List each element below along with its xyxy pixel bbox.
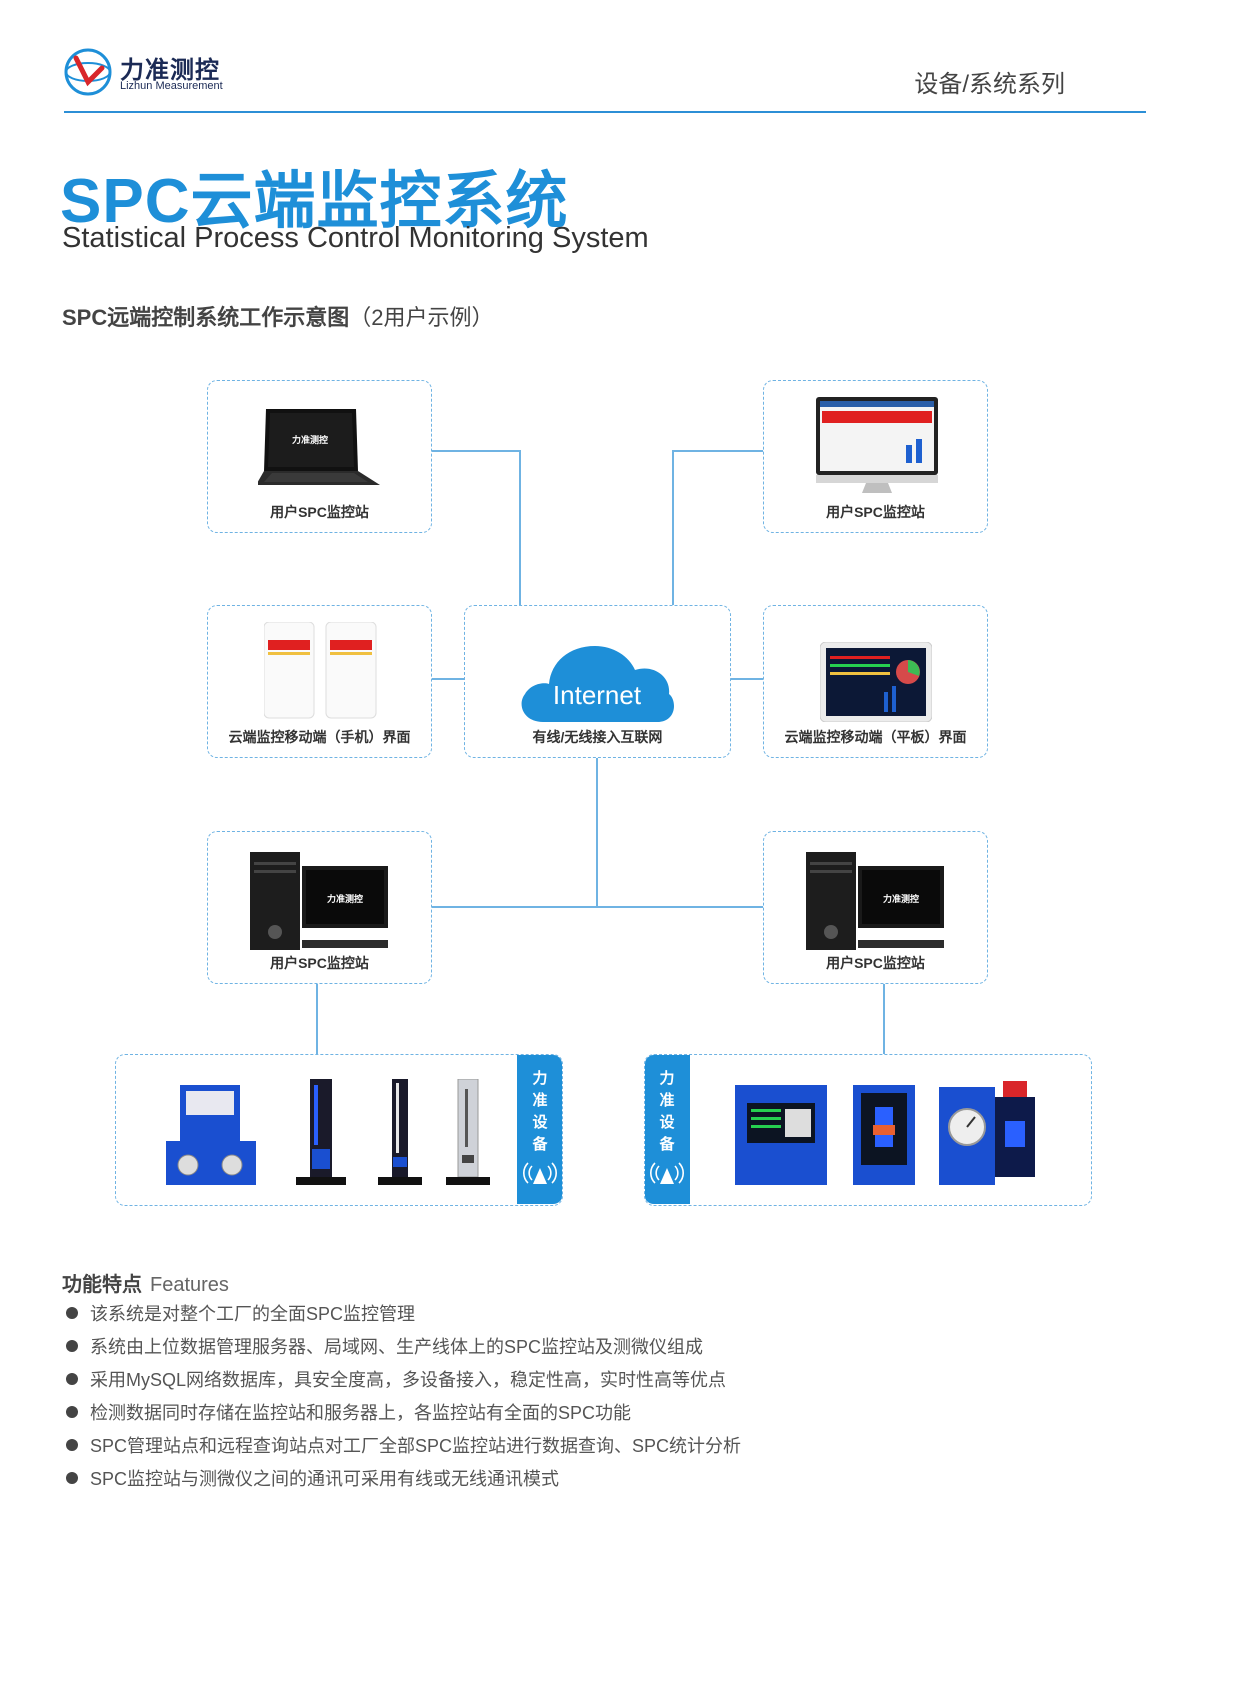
node-caption: 用户SPC监控站	[270, 955, 369, 971]
laptop-icon: 力准测控	[258, 409, 380, 485]
monitor-icon	[816, 397, 938, 493]
gauge-station-icon	[166, 1085, 256, 1185]
feature-text: SPC管理站点和远程查询站点对工厂全部SPC监控站进行数据查询、SPC统计分析	[90, 1436, 742, 1456]
tag-char: 备	[659, 1136, 675, 1153]
bullet-icon	[66, 1373, 78, 1386]
node-caption: 用户SPC监控站	[826, 504, 925, 520]
tag-char: 设	[532, 1114, 548, 1131]
wireless-icon	[523, 1162, 557, 1184]
diagram-title: SPC远端控制系统工作示意图（2用户示例）	[62, 300, 494, 332]
tag-char: 准	[532, 1092, 548, 1109]
feature-text: SPC监控站与测微仪之间的通讯可采用有线或无线通讯模式	[90, 1469, 560, 1489]
monitor-station-node: 用户SPC监控站	[763, 380, 988, 533]
bullet-icon	[66, 1307, 78, 1320]
pc-screen-logo: 力准测控	[327, 893, 363, 904]
controller-box-icon	[735, 1085, 827, 1185]
tag-char: 准	[659, 1092, 675, 1109]
series-label: 设备/系统系列	[914, 71, 1065, 98]
feature-item: 采用MySQL网络数据库，具安全度高，多设备接入，稳定性高，实时性高等优点	[66, 1366, 726, 1392]
tag-char: 备	[532, 1136, 548, 1153]
internet-label: Internet	[553, 680, 642, 710]
bullet-icon	[66, 1439, 78, 1452]
wireless-icon	[650, 1162, 684, 1184]
page-title: SPC云端监控系统	[60, 167, 569, 236]
page-subtitle: Statistical Process Control Monitoring S…	[62, 222, 649, 254]
device-tag-left: 力 准 设 备	[517, 1055, 562, 1204]
connector	[430, 906, 764, 908]
connector	[316, 982, 318, 1054]
tag-char: 设	[659, 1114, 675, 1131]
connector	[519, 450, 521, 605]
feature-text: 检测数据同时存储在监控站和服务器上，各监控站有全面的SPC功能	[90, 1403, 632, 1423]
connector	[729, 678, 763, 680]
features-title: 功能特点 Features	[62, 1268, 229, 1297]
feature-text: 采用MySQL网络数据库，具安全度高，多设备接入，稳定性高，实时性高等优点	[90, 1370, 727, 1390]
feature-text: 系统由上位数据管理服务器、局域网、生产线体上的SPC监控站及测微仪组成	[90, 1337, 704, 1357]
bullet-icon	[66, 1340, 78, 1353]
diagram-title-note: （2用户示例）	[349, 305, 494, 330]
laptop-screen-logo: 力准测控	[292, 434, 328, 445]
tag-char: 力	[532, 1070, 548, 1087]
node-caption: 用户SPC监控站	[826, 955, 925, 971]
digital-gauge-icon	[853, 1085, 915, 1185]
header-divider	[64, 111, 1146, 113]
feature-item: SPC监控站与测微仪之间的通讯可采用有线或无线通讯模式	[66, 1465, 559, 1491]
bullet-icon	[66, 1472, 78, 1485]
logo-mark-icon	[64, 48, 112, 96]
logo	[62, 46, 114, 98]
features-title-en: Features	[150, 1274, 229, 1296]
phone-ui-node: 云端监控移动端（手机）界面	[207, 605, 432, 758]
feature-item: 系统由上位数据管理服务器、局域网、生产线体上的SPC监控站及测微仪组成	[66, 1333, 703, 1359]
feature-item: SPC管理站点和远程查询站点对工厂全部SPC监控站进行数据查询、SPC统计分析	[66, 1432, 741, 1458]
pc-station-left-node: 力准测控 用户SPC监控站	[207, 831, 432, 984]
pressure-gauge-icon	[939, 1081, 1035, 1185]
tablet-ui-node: 云端监控移动端（平板）界面	[763, 605, 988, 758]
feature-text: 该系统是对整个工厂的全面SPC监控管理	[90, 1304, 416, 1324]
phone-screens-icon	[264, 622, 377, 719]
device-tag-right: 力 准 设 备	[645, 1055, 690, 1204]
node-caption: 云端监控移动端（手机）界面	[228, 729, 411, 745]
cloud-icon: Internet	[521, 646, 674, 722]
feature-item: 检测数据同时存储在监控站和服务器上，各监控站有全面的SPC功能	[66, 1399, 631, 1425]
brand-name: 力准测控	[120, 57, 220, 84]
feature-item: 该系统是对整个工厂的全面SPC监控管理	[66, 1300, 415, 1326]
node-caption: 有线/无线接入互联网	[532, 729, 663, 745]
brand-name-en: Lizhun Measurement	[120, 80, 223, 92]
connector	[596, 756, 598, 908]
desktop-pc-icon: 力准测控	[806, 852, 944, 950]
column-gauge-icon	[296, 1079, 346, 1185]
pc-station-right-node: 力准测控 用户SPC监控站	[763, 831, 988, 984]
column-gauge-icon	[446, 1079, 490, 1185]
internet-node: Internet 有线/无线接入互联网	[464, 605, 731, 758]
diagram-title-main: SPC远端控制系统工作示意图	[62, 305, 350, 330]
node-caption: 用户SPC监控站	[270, 504, 369, 520]
desktop-pc-icon: 力准测控	[250, 852, 388, 950]
tablet-icon	[820, 642, 932, 722]
connector	[430, 450, 520, 452]
connector	[430, 678, 464, 680]
device-group-left: 力 准 设 备	[115, 1054, 563, 1206]
features-title-cn: 功能特点	[62, 1274, 142, 1296]
device-group-right: 力 准 设 备	[644, 1054, 1092, 1206]
connector	[672, 450, 674, 605]
column-gauge-icon	[378, 1079, 422, 1185]
bullet-icon	[66, 1406, 78, 1419]
connector	[673, 450, 763, 452]
tag-char: 力	[659, 1070, 675, 1087]
node-caption: 云端监控移动端（平板）界面	[784, 729, 967, 745]
laptop-station-node: 力准测控 用户SPC监控站	[207, 380, 432, 533]
connector	[883, 982, 885, 1054]
pc-screen-logo: 力准测控	[883, 893, 919, 904]
